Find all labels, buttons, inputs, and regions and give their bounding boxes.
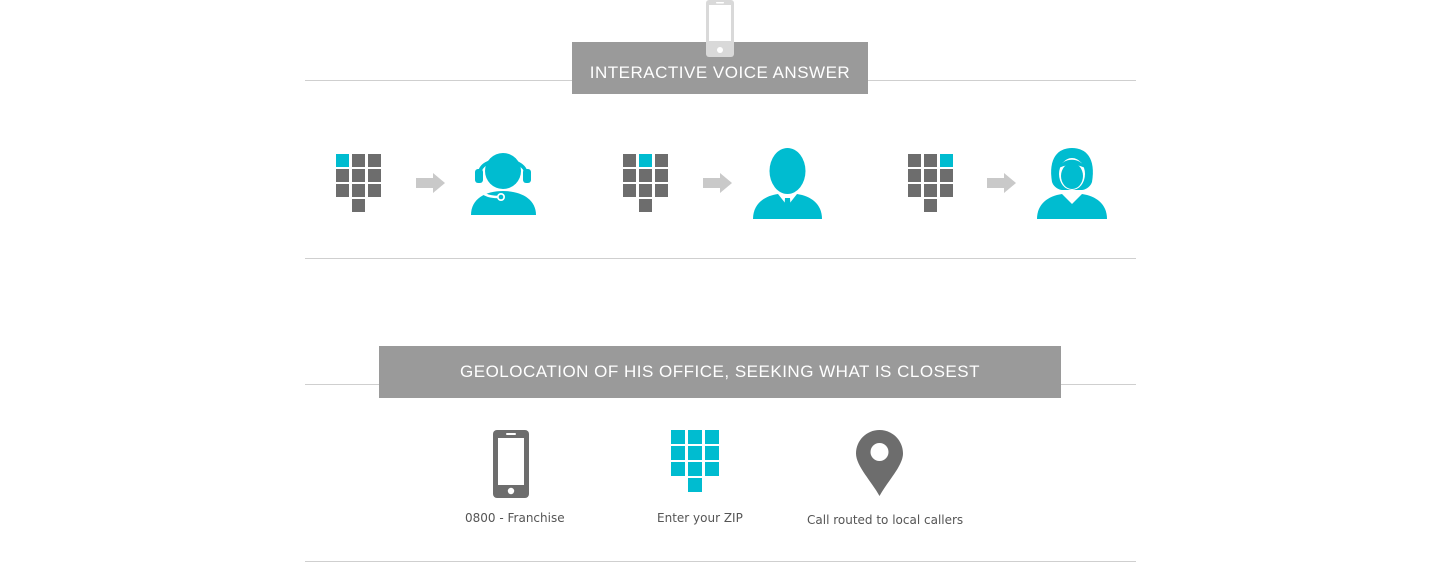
step-label-routed: Call routed to local callers — [807, 513, 964, 527]
ivr-title: INTERACTIVE VOICE ANSWER — [589, 63, 851, 82]
step-label-zip: Enter your ZIP — [657, 511, 743, 525]
arrow-right-icon — [703, 173, 732, 193]
geo-banner: GEOLOCATION OF HIS OFFICE, SEEKING WHAT … — [379, 346, 1061, 398]
divider-middle — [305, 258, 1136, 259]
geo-title: GEOLOCATION OF HIS OFFICE, SEEKING WHAT … — [460, 362, 980, 381]
keypad-icon — [623, 154, 668, 212]
smartphone-icon — [493, 430, 529, 498]
smartphone-icon — [706, 0, 734, 57]
ivr-banner: INTERACTIVE VOICE ANSWER — [572, 42, 868, 94]
divider-bottom — [305, 561, 1136, 562]
support-agent-icon — [471, 153, 536, 215]
keypad-icon — [671, 430, 719, 492]
businessman-icon — [753, 148, 822, 219]
arrow-right-icon — [416, 173, 445, 193]
step-label-franchise: 0800 - Franchise — [465, 511, 565, 525]
keypad-icon — [908, 154, 953, 212]
keypad-icon — [336, 154, 381, 212]
arrow-right-icon — [987, 173, 1016, 193]
woman-icon — [1037, 148, 1107, 219]
map-pin-icon — [856, 430, 903, 496]
